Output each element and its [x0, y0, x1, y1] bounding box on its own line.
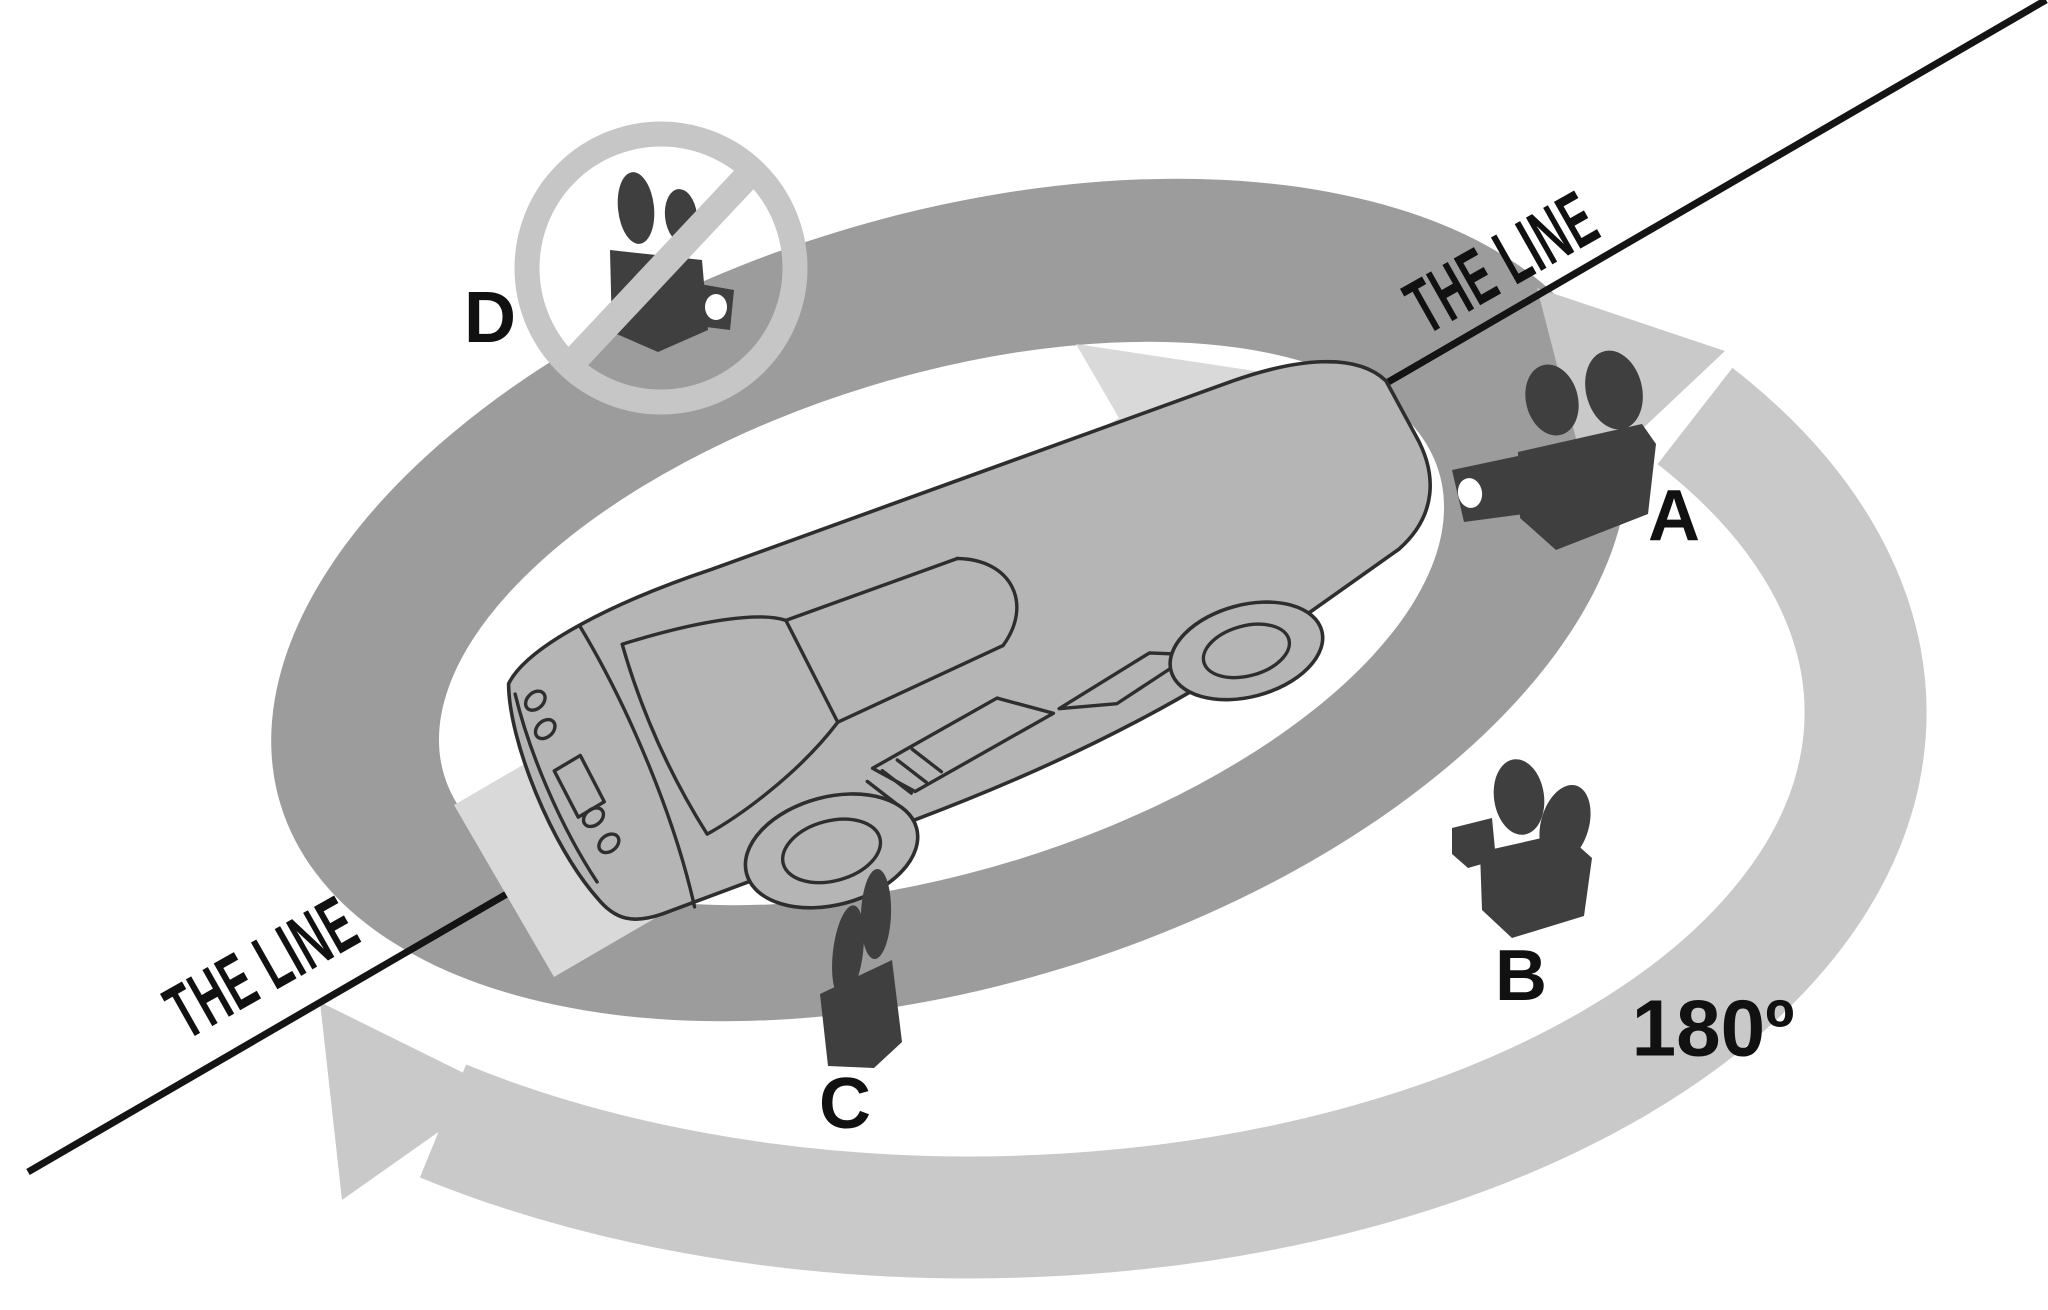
- camera-c-reel-icon: [860, 869, 892, 959]
- car-front-wheel-rim: [1201, 622, 1292, 680]
- car-taillight: [523, 689, 547, 712]
- camera-a-lens-hole: [1457, 478, 1483, 508]
- arc-arrowhead-bottom-icon: [320, 1002, 498, 1200]
- car-windshield: [955, 556, 1019, 648]
- camera-b-body: [1480, 833, 1592, 938]
- angle-180-label: 180º: [1632, 984, 1795, 1073]
- camera-b-reel-icon: [1493, 759, 1545, 835]
- arc-180: [419, 367, 1927, 1279]
- car-bumper-line: [513, 692, 599, 884]
- camera-c-body: [820, 960, 902, 1068]
- car-rear-wheel-rim: [780, 817, 883, 885]
- camera-d-reel-icon: [617, 172, 655, 244]
- no-symbol-slash-icon: [558, 160, 764, 376]
- car-taillight: [597, 832, 621, 855]
- camera-d-lens-hole: [705, 294, 727, 320]
- camera-a-label: A: [1648, 476, 1700, 556]
- car-front-wheel: [1168, 600, 1325, 702]
- camera-c-reel-icon: [832, 905, 864, 999]
- car-roof-edge-right: [836, 643, 1005, 724]
- camera-d-icon: [514, 121, 808, 415]
- car-rear-window: [620, 615, 840, 836]
- camera-d-body: [610, 250, 708, 352]
- camera-b-label: B: [1495, 936, 1547, 1016]
- car-sketch: [506, 359, 1432, 921]
- camera-a-reel-icon: [1585, 350, 1643, 430]
- camera-b-handle: [1452, 818, 1496, 868]
- car-vent-slats: [865, 747, 944, 806]
- car-taillight: [533, 717, 557, 741]
- camera-b-icon: [1452, 759, 1592, 938]
- camera-a-reel-icon: [1525, 364, 1579, 436]
- camera-c-icon: [820, 869, 902, 1068]
- camera-a-body: [1518, 424, 1656, 550]
- car-rear-deck-line: [577, 623, 697, 909]
- camera-a-icon: [1452, 350, 1656, 550]
- camera-d-label: D: [464, 278, 516, 358]
- car-license-plate: [552, 753, 607, 819]
- car-taillight: [581, 806, 606, 829]
- camera-c-label: C: [819, 1064, 871, 1144]
- no-symbol-circle-icon: [514, 121, 808, 415]
- car-roof-edge-left: [784, 556, 960, 623]
